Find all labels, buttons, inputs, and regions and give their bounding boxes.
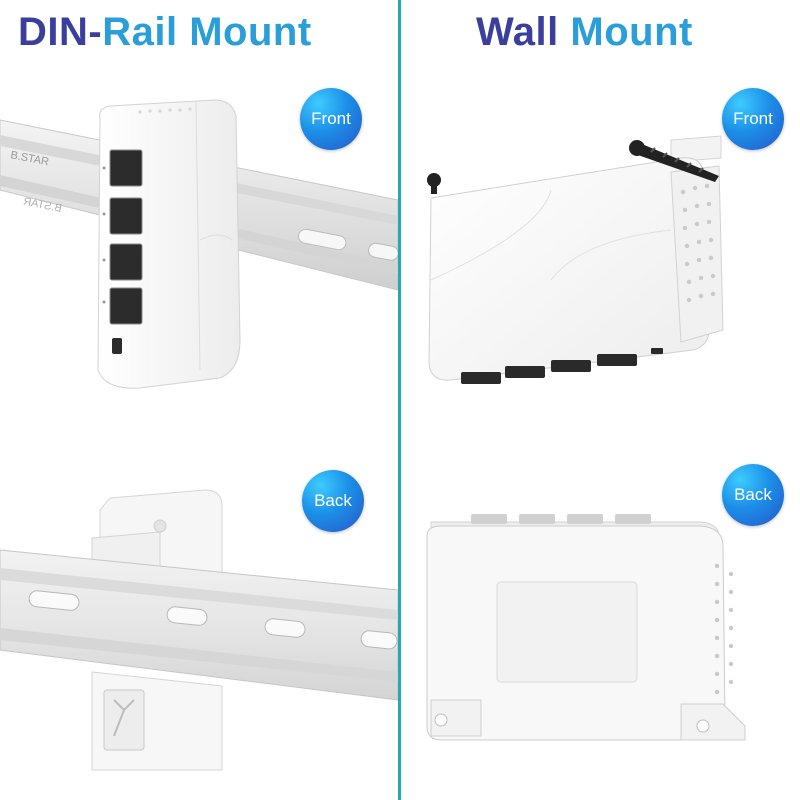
panel-divider — [398, 0, 401, 800]
back-badge-din: Back — [302, 470, 364, 532]
rail-slot — [264, 618, 306, 638]
din-rail-front-photo: B.STAR B.STAR — [0, 99, 398, 389]
wall-mount-title: Wall Mount — [476, 4, 776, 60]
back-badge-wall: Back — [722, 464, 784, 526]
din-clip — [103, 689, 145, 751]
mounting-screw — [427, 173, 441, 194]
ethernet-ports — [109, 149, 143, 325]
rail-slot — [360, 630, 398, 650]
power-jack — [112, 338, 122, 354]
mounting-screw-long — [629, 140, 719, 182]
wall-mount-front-photo — [427, 135, 724, 384]
mount-tab-right — [680, 703, 746, 741]
switch-housing-wall — [428, 157, 710, 381]
title-rail-mount-words: Rail Mount — [102, 10, 312, 54]
title-mount-word: Mount — [570, 10, 693, 54]
rail-slot — [298, 228, 347, 251]
title-din-word: DIN- — [18, 10, 103, 54]
front-badge-wall: Front — [722, 88, 784, 150]
rail-slot — [166, 606, 208, 626]
wall-bracket — [670, 135, 722, 163]
mount-tab-left — [430, 699, 482, 737]
rail-slot — [368, 242, 398, 261]
ethernet-ports-wall — [461, 348, 663, 384]
title-wall-word: Wall — [476, 10, 559, 54]
rail-slot — [28, 590, 80, 611]
back-panel-recess — [496, 581, 638, 683]
din-rail-back-photo — [0, 489, 398, 771]
wall-mount-back-photo — [426, 514, 746, 741]
front-badge-din: Front — [300, 88, 362, 150]
din-rail-mount-title: DIN-Rail Mount — [18, 4, 378, 60]
